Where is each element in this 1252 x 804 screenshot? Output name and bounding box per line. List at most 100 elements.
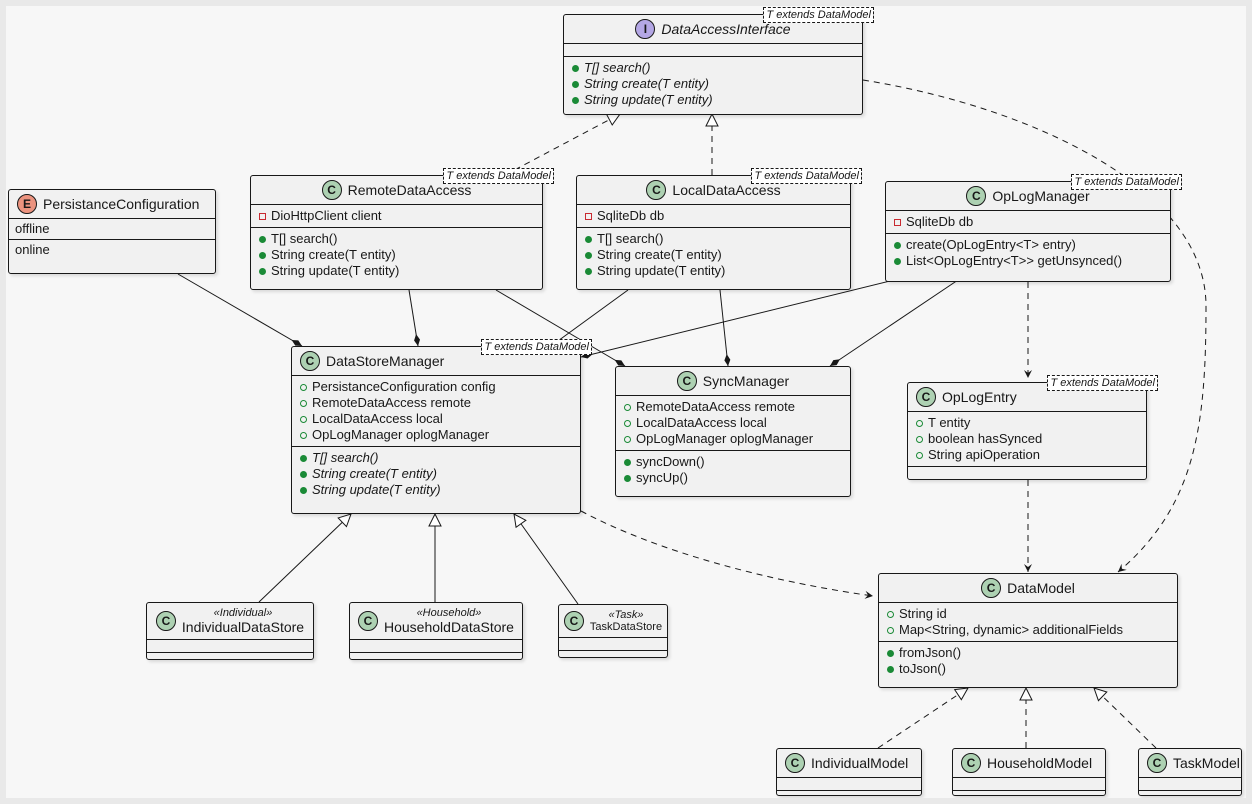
class-name: DataAccessInterface xyxy=(661,21,791,37)
public-method-icon xyxy=(300,454,307,462)
dependency-interface-to-datamodel xyxy=(862,79,1207,573)
realization-task-model xyxy=(1094,688,1157,749)
class-name: RemoteDataAccess xyxy=(347,182,472,198)
class-sync-manager[interactable]: C SyncManager RemoteDataAccess remote Lo… xyxy=(615,366,851,497)
public-field-icon xyxy=(916,419,923,427)
enum-persistance-configuration[interactable]: E PersistanceConfiguration offline onlin… xyxy=(8,189,216,274)
uml-class-diagram: I DataAccessInterface T extends DataMode… xyxy=(6,6,1246,798)
class-task-model[interactable]: C TaskModel xyxy=(1138,748,1242,796)
type-parameter: T extends DataModel xyxy=(443,168,554,184)
class-badge-icon: C xyxy=(785,753,805,773)
public-method-icon xyxy=(300,486,307,494)
class-name: SyncManager xyxy=(702,373,790,389)
method: T[] search() xyxy=(271,231,338,246)
fields-compartment xyxy=(564,43,862,56)
enum-value: online xyxy=(15,242,50,257)
class-oplog-entry[interactable]: C OpLogEntry T extends DataModel T entit… xyxy=(907,375,1158,480)
field: SqliteDb db xyxy=(597,208,665,223)
class-individual-data-store[interactable]: C «Individual» IndividualDataStore xyxy=(146,602,314,660)
class-oplog-manager[interactable]: C OpLogManager T extends DataModel Sqlit… xyxy=(885,174,1182,282)
class-name: OpLogManager xyxy=(992,188,1090,204)
fields-compartment: SqliteDb db xyxy=(577,204,850,227)
public-method-icon xyxy=(887,665,894,673)
public-method-icon xyxy=(572,64,579,72)
type-parameter: T extends DataModel xyxy=(1047,375,1158,391)
field: String apiOperation xyxy=(928,447,1041,462)
stereotype: «Household» xyxy=(416,607,482,619)
method: String update(T entity) xyxy=(271,263,400,278)
method: fromJson() xyxy=(899,645,962,660)
class-household-model[interactable]: C HouseholdModel xyxy=(952,748,1106,796)
private-field-icon xyxy=(259,212,266,220)
field: LocalDataAccess local xyxy=(312,411,443,426)
public-method-icon xyxy=(894,257,901,265)
methods-compartment xyxy=(147,652,313,665)
class-local-data-access[interactable]: C LocalDataAccess T extends DataModel Sq… xyxy=(576,168,862,290)
public-method-icon xyxy=(259,251,266,259)
method: syncUp() xyxy=(636,470,689,485)
public-method-icon xyxy=(259,235,266,243)
class-household-data-store[interactable]: C «Household» HouseholdDataStore xyxy=(349,602,523,660)
method: T[] search() xyxy=(597,231,664,246)
public-method-icon xyxy=(572,96,579,104)
fields-compartment xyxy=(777,777,921,790)
enum-values: offline xyxy=(9,218,215,239)
class-name: HouseholdModel xyxy=(987,755,1093,771)
fields-compartment: String id Map<String, dynamic> additiona… xyxy=(879,602,1177,641)
class-name: OpLogEntry xyxy=(942,389,1017,405)
public-method-icon xyxy=(624,474,631,482)
class-badge-icon: C xyxy=(966,186,987,206)
enum-value: offline xyxy=(15,221,50,236)
class-name: HouseholdDataStore xyxy=(384,619,514,635)
fields-compartment xyxy=(953,777,1105,790)
type-parameter: T extends DataModel xyxy=(763,7,874,23)
methods-compartment xyxy=(777,790,921,798)
class-individual-model[interactable]: C IndividualModel xyxy=(776,748,922,796)
public-method-icon xyxy=(585,267,592,275)
class-badge-icon: C xyxy=(676,371,697,391)
class-name: TaskDataStore xyxy=(589,621,663,633)
method: String update(T entity) xyxy=(584,92,713,107)
methods-compartment xyxy=(908,466,1146,479)
private-field-icon xyxy=(585,212,592,220)
fields-compartment: T entity boolean hasSynced String apiOpe… xyxy=(908,411,1146,466)
public-method-icon xyxy=(572,80,579,88)
class-remote-data-access[interactable]: C RemoteDataAccess T extends DataModel D… xyxy=(250,168,554,290)
type-parameter: T extends DataModel xyxy=(1071,174,1182,190)
generalization-task-store xyxy=(514,514,579,605)
method: String create(T entity) xyxy=(584,76,709,91)
class-data-model[interactable]: C DataModel String id Map<String, dynami… xyxy=(878,573,1178,688)
public-method-icon xyxy=(259,267,266,275)
methods-compartment xyxy=(1139,790,1241,798)
fields-compartment xyxy=(147,639,313,652)
type-parameter: T extends DataModel xyxy=(481,339,592,355)
public-field-icon xyxy=(916,451,923,459)
public-field-icon xyxy=(300,415,307,423)
enum-badge-icon: E xyxy=(17,194,37,214)
public-method-icon xyxy=(585,235,592,243)
class-badge-icon: C xyxy=(981,578,1002,598)
composition-remote-to-sync xyxy=(495,289,626,367)
private-field-icon xyxy=(894,218,901,226)
public-method-icon xyxy=(300,470,307,478)
field: OpLogManager oplogManager xyxy=(636,431,814,446)
method: String create(T entity) xyxy=(597,247,722,262)
class-name: IndividualDataStore xyxy=(181,619,305,635)
dependency-datastore-to-datamodel xyxy=(580,510,874,599)
methods-compartment: T[] search() String create(T entity) Str… xyxy=(577,227,850,282)
composition-config-to-datastore xyxy=(177,273,303,347)
fields-compartment xyxy=(1139,777,1241,790)
method: List<OpLogEntry<T>> getUnsynced() xyxy=(906,253,1123,268)
class-name: PersistanceConfiguration xyxy=(43,196,200,212)
class-data-store-manager[interactable]: C DataStoreManager T extends DataModel P… xyxy=(291,339,592,514)
method: String update(T entity) xyxy=(597,263,726,278)
class-data-access-interface[interactable]: I DataAccessInterface T extends DataMode… xyxy=(563,7,874,115)
composition-oplog-to-datastore xyxy=(580,279,895,359)
field: boolean hasSynced xyxy=(928,431,1043,446)
method: T[] search() xyxy=(584,60,651,75)
field: RemoteDataAccess remote xyxy=(636,399,795,414)
public-method-icon xyxy=(894,241,901,249)
class-task-data-store[interactable]: C «Task» TaskDataStore xyxy=(558,604,668,658)
method: String update(T entity) xyxy=(312,482,441,497)
stereotype: «Task» xyxy=(608,609,644,621)
